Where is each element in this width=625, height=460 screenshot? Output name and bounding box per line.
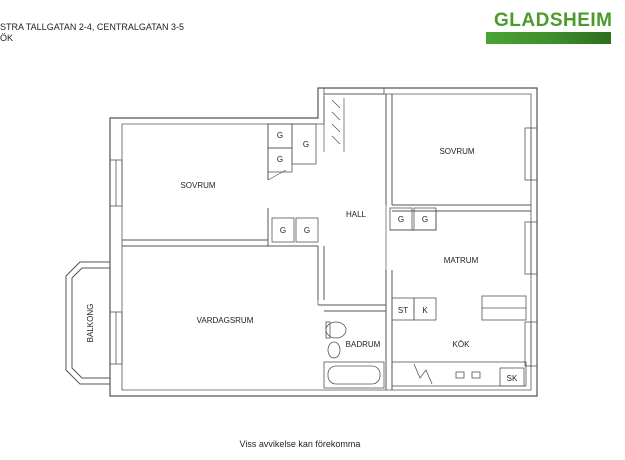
stove-label: ST xyxy=(398,306,408,315)
room-label-hall: HALL xyxy=(346,210,367,219)
room-label-sovrum-right: SOVRUM xyxy=(439,147,474,156)
wardrobe-label: G xyxy=(277,131,283,140)
room-label-kok: KÖK xyxy=(453,340,471,349)
doors xyxy=(267,169,387,305)
wardrobes xyxy=(267,123,437,243)
kitchen-counters xyxy=(391,295,527,387)
logo-bar xyxy=(486,32,611,44)
wardrobe-label: G xyxy=(422,215,428,224)
outer-wall xyxy=(109,87,538,397)
fridge-label: K xyxy=(422,306,428,315)
room-label-badrum: BADRUM xyxy=(346,340,381,349)
hall-storage xyxy=(323,96,345,152)
windows xyxy=(109,87,538,367)
wardrobe-label: G xyxy=(398,215,404,224)
interior-walls xyxy=(122,94,531,390)
balcony xyxy=(65,261,110,385)
room-label-sovrum-left: SOVRUM xyxy=(180,181,215,190)
bathroom-fixtures xyxy=(323,321,385,389)
wardrobe-label: G xyxy=(304,226,310,235)
wardrobe-label: G xyxy=(277,155,283,164)
address-line-1: STRA TALLGATAN 2-4, CENTRALGATAN 3-5 xyxy=(0,22,185,32)
room-label-matrum: MATRUM xyxy=(444,256,479,265)
logo-text: GLADSHEIM xyxy=(494,10,613,31)
disclaimer: Viss avvikelse kan förekomma xyxy=(239,439,361,449)
wardrobe-label: G xyxy=(280,226,286,235)
room-label-vardagsrum: VARDAGSRUM xyxy=(197,316,254,325)
address-block: STRA TALLGATAN 2-4, CENTRALGATAN 3-5 ÖK xyxy=(0,22,184,44)
cabinet-label: SK xyxy=(507,374,518,383)
address-line-2: ÖK xyxy=(0,33,14,43)
room-label-balkong: BALKONG xyxy=(86,304,95,343)
gladsheim-logo: GLADSHEIM xyxy=(486,8,613,46)
wardrobe-label: G xyxy=(303,140,309,149)
